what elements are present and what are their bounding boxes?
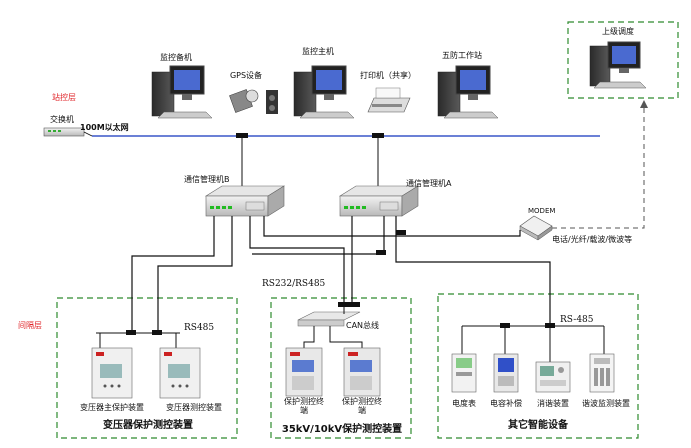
comm-media-label: 电话/光纤/载波/微波等 — [552, 235, 633, 244]
harmonic-monitor-device — [589, 353, 615, 393]
protection-terminal-1-label: 保护测控终端 — [284, 397, 324, 415]
upper-dispatch-workstation — [589, 41, 647, 89]
modem-device — [519, 215, 553, 241]
printer-label: 打印机（共享） — [360, 71, 416, 80]
rs485-left-label: RS485 — [184, 323, 215, 333]
transformer-measure-control-device — [159, 347, 201, 399]
transformer-bay-title: 变压器保护测控装置 — [103, 420, 193, 431]
upper-dispatch-zone — [567, 21, 679, 99]
comm-manager-a-label: 通信管理机A — [406, 179, 452, 188]
transformer-main-protection-label: 变压器主保护装置 — [80, 403, 144, 412]
harmonic-device-label: 消谐装置 — [537, 399, 569, 408]
rs485-right-label: RS-485 — [560, 315, 594, 325]
35kv-bay-title: 35kV/10kV保护测控装置 — [281, 424, 403, 435]
transformer-bay-zone — [56, 297, 238, 439]
protection-terminal-2-label: 保护测控终端 — [342, 397, 382, 415]
backup-monitor-workstation — [151, 65, 213, 119]
station-layer-label: 站控层 — [52, 93, 76, 102]
switch-label: 交换机 — [50, 115, 74, 124]
capacitor-compensation-device — [493, 353, 519, 393]
comm-manager-a — [338, 185, 420, 217]
main-monitor-label: 监控主机 — [302, 47, 334, 56]
gps-device — [229, 89, 278, 114]
serial-bus-label: RS232/RS485 — [262, 279, 326, 289]
printer-device — [367, 87, 411, 113]
bay-layer-label: 间隔层 — [18, 321, 42, 330]
other-devices-zone — [437, 293, 639, 439]
protection-terminal-2 — [343, 347, 381, 397]
transformer-main-protection-device — [91, 347, 133, 399]
switch-device — [43, 127, 93, 137]
five-prevention-workstation — [437, 65, 499, 119]
harmonic-elimination-device — [535, 361, 571, 393]
five-prevention-label: 五防工作站 — [442, 51, 482, 60]
gps-label: GPS设备 — [229, 71, 263, 80]
can-bus-label: CAN总线 — [346, 321, 380, 330]
capacitor-label: 电容补偿 — [490, 399, 522, 408]
dispatch-link — [552, 100, 648, 229]
backup-monitor-label: 监控备机 — [160, 53, 192, 62]
upper-dispatch-label: 上级调度 — [602, 27, 634, 36]
main-monitor-workstation — [293, 65, 355, 119]
modem-label: MODEM — [528, 207, 556, 215]
comm-manager-b-label: 通信管理机B — [184, 175, 230, 184]
transformer-measure-control-label: 变压器测控装置 — [166, 403, 222, 412]
ethernet-label: 100M以太网 — [80, 123, 129, 132]
35kv-bay-zone — [270, 297, 412, 439]
protection-terminal-1 — [285, 347, 323, 397]
energy-meter-label: 电度表 — [452, 399, 476, 408]
energy-meter-device — [451, 353, 477, 393]
harmonic-monitor-label: 谐波监测装置 — [582, 399, 630, 408]
comm-manager-b — [204, 185, 286, 217]
other-devices-title: 其它智能设备 — [508, 420, 568, 431]
